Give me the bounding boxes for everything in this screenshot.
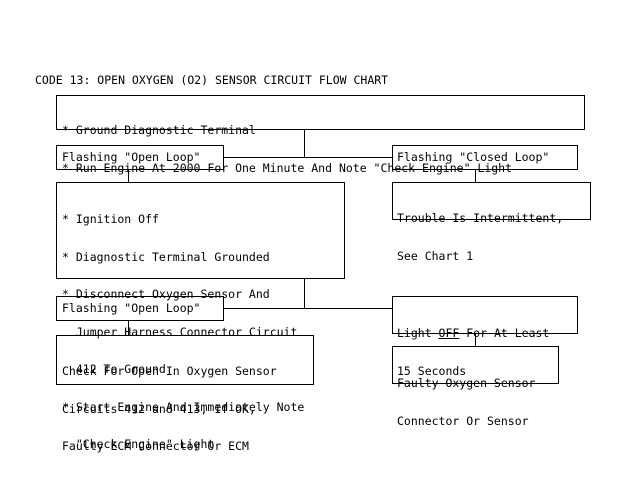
procedure-line-5: 412 To Ground bbox=[62, 362, 166, 376]
procedure-box bbox=[56, 182, 345, 279]
flash-open-2-box bbox=[56, 296, 224, 321]
chart-title: CODE 13: OPEN OXYGEN (O2) SENSOR CIRCUIT… bbox=[35, 73, 389, 87]
flash-open-1-box bbox=[56, 145, 224, 170]
light-off-emph: OFF bbox=[438, 326, 460, 340]
check-open-text: Check For Open In Oxygen Sensor Circuits… bbox=[62, 340, 277, 478]
check-open-line-3: Faulty ECM Connector Or ECM bbox=[62, 439, 249, 453]
start-box-text: * Ground Diagnostic Terminal * Run Engin… bbox=[62, 99, 512, 199]
flow-chart-lines bbox=[56, 95, 591, 385]
flash-open-2-text: Flashing "Open Loop" bbox=[62, 301, 201, 315]
start-line-2: * Run Engine At 2000 For One Minute And … bbox=[62, 160, 513, 175]
flash-closed-box bbox=[392, 145, 578, 170]
faulty-sensor-line-1: Faulty Oxygen Sensor bbox=[397, 376, 536, 390]
procedure-line-6: * Start Engine And Immediately Note bbox=[62, 399, 305, 414]
faulty-sensor-text: Faulty Oxygen Sensor Connector Or Sensor bbox=[397, 352, 535, 452]
check-open-line-1: Check For Open In Oxygen Sensor bbox=[62, 364, 277, 378]
procedure-line-2: * Diagnostic Terminal Grounded bbox=[62, 249, 270, 264]
procedure-text: * Ignition Off * Diagnostic Terminal Gro… bbox=[62, 188, 304, 476]
start-line-1: * Ground Diagnostic Terminal bbox=[62, 123, 256, 137]
light-off-text: Light OFF For At Least 15 Seconds bbox=[397, 302, 549, 402]
check-open-line-2: Circuits 412 and 413, If OK, bbox=[62, 401, 256, 416]
light-off-prefix: Light bbox=[397, 326, 439, 340]
procedure-line-3: * Disconnect Oxygen Sensor And bbox=[62, 287, 270, 301]
intermittent-text: Trouble Is Intermittent, See Chart 1 bbox=[397, 187, 563, 287]
flash-closed-text: Flashing "Closed Loop" bbox=[397, 150, 550, 164]
start-box bbox=[56, 95, 585, 130]
light-off-line-1: Light OFF For At Least bbox=[397, 327, 549, 340]
procedure-line-7: "Check Engine" Light bbox=[62, 437, 215, 451]
intermittent-line-1: Trouble Is Intermittent, bbox=[397, 211, 564, 225]
faulty-sensor-box bbox=[392, 346, 559, 384]
faulty-sensor-line-2: Connector Or Sensor bbox=[397, 413, 529, 428]
flow-chart: CODE 13: OPEN OXYGEN (O2) SENSOR CIRCUIT… bbox=[35, 73, 591, 452]
light-off-suffix: For At Least bbox=[459, 326, 550, 340]
procedure-line-1: * Ignition Off bbox=[62, 212, 159, 226]
intermittent-box bbox=[392, 182, 591, 220]
flash-open-1-text: Flashing "Open Loop" bbox=[62, 150, 201, 164]
intermittent-line-2: See Chart 1 bbox=[397, 248, 474, 263]
light-off-box bbox=[392, 296, 578, 334]
light-off-line-2: 15 Seconds bbox=[397, 363, 467, 378]
check-open-box bbox=[56, 335, 314, 385]
procedure-line-4: Jumper Harness Connector Circuit bbox=[62, 324, 298, 339]
